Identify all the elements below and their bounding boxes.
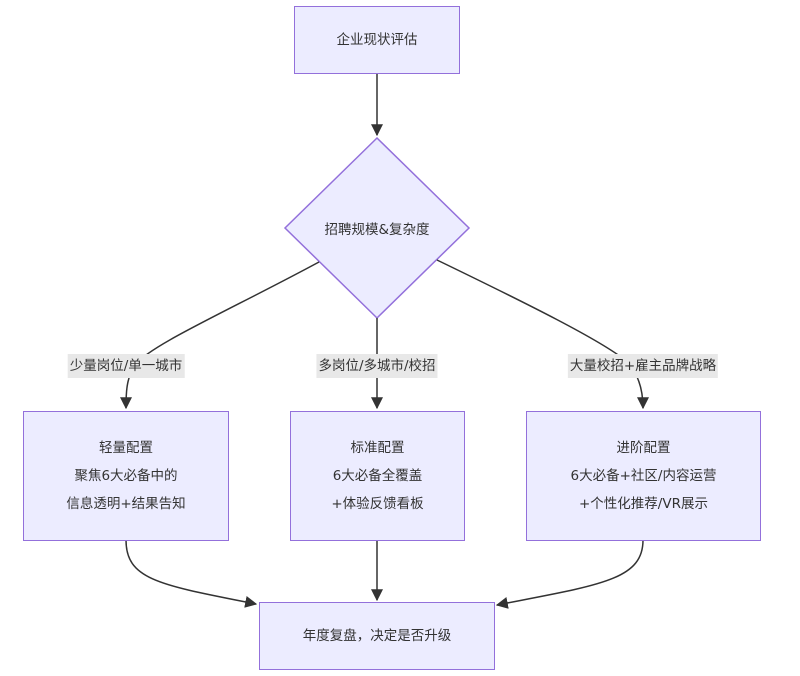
node-light-config[interactable]: 轻量配置 聚焦6大必备中的 信息透明+结果告知 [23,411,229,541]
node-standard-config[interactable]: 标准配置 6大必备全覆盖 +体验反馈看板 [290,411,465,541]
node-standard-line-3: +体验反馈看板 [331,496,424,512]
node-review-label: 年度复盘，决定是否升级 [302,628,452,644]
node-light-line-2: 聚焦6大必备中的 [74,468,178,484]
node-advanced-title: 进阶配置 [616,440,671,456]
edge-decision-to-light [120,261,320,410]
node-advanced-config[interactable]: 进阶配置 6大必备+社区/内容运营 +个性化推荐/VR展示 [526,411,761,541]
node-standard-title: 标准配置 [350,440,405,456]
node-start[interactable]: 企业现状评估 [294,6,460,74]
node-advanced-line-3: +个性化推荐/VR展示 [579,496,708,512]
node-advanced-line-2: 6大必备+社区/内容运营 [570,468,717,484]
node-start-label: 企业现状评估 [336,32,418,48]
edge-label-advanced: 大量校招+雇主品牌战略 [567,354,719,378]
node-annual-review[interactable]: 年度复盘，决定是否升级 [259,602,495,670]
edge-label-light: 少量岗位/单一城市 [67,354,185,378]
edge-light-to-review [125,539,258,608]
node-light-title: 轻量配置 [99,440,153,456]
node-light-line-3: 信息透明+结果告知 [66,496,186,512]
edge-decision-to-advanced [436,259,649,410]
edge-advanced-to-review [495,539,644,609]
edge-label-standard: 多岗位/多城市/校招 [316,354,438,378]
node-standard-line-2: 6大必备全覆盖 [332,468,423,484]
node-decision-label: 招聘规模&复杂度 [324,222,430,238]
